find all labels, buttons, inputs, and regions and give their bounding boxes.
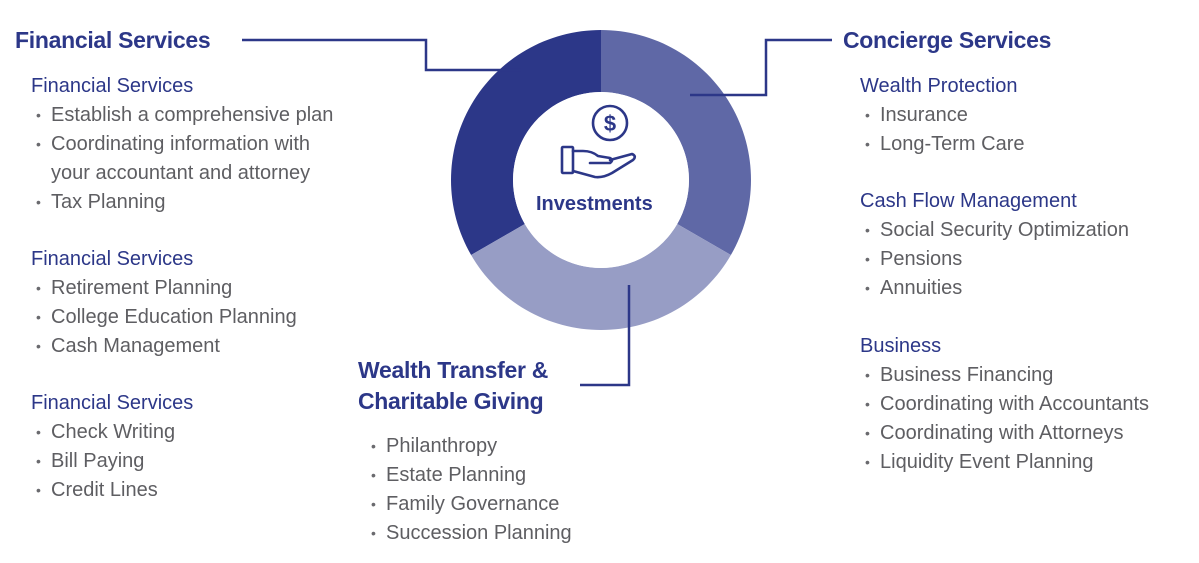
group-title: Financial Services (31, 75, 194, 97)
list-item: •Social Security Optimization (865, 219, 1129, 241)
segment-wealth-transfer (471, 224, 731, 330)
list-item: •Establish a comprehensive plan (36, 104, 334, 126)
connector-financial-services (242, 38, 521, 72)
group-title: Wealth Protection (860, 75, 1018, 97)
heading-concierge-services: Concierge Services (843, 27, 1052, 53)
left-group-1: Financial Services •Establish a comprehe… (31, 72, 333, 217)
left-group-3: Financial Services •Check Writing •Bill … (31, 389, 193, 505)
connector-concierge-services (690, 38, 832, 97)
group-title: Cash Flow Management (860, 190, 1077, 212)
list-item: •Estate Planning (371, 464, 527, 486)
group-title: Financial Services (31, 392, 194, 414)
list-item: •Retirement Planning (36, 277, 233, 299)
list-item: •Credit Lines (36, 479, 158, 501)
list-item: •College Education Planning (36, 306, 297, 328)
center-label: Investments (536, 193, 653, 215)
list-item: •Coordinating with Attorneys (865, 422, 1124, 444)
heading-wealth-transfer: Wealth Transfer & Charitable Giving (358, 357, 549, 414)
list-item: •Long-Term Care (865, 133, 1025, 155)
list-item: •Tax Planning (36, 191, 166, 213)
list-item: •Pensions (865, 248, 963, 270)
list-item: •Coordinating with Accountants (865, 393, 1150, 415)
list-item: •Coordinating information with (36, 133, 311, 155)
group-title: Business (860, 335, 942, 357)
right-group-2: Cash Flow Management •Social Security Op… (860, 187, 1129, 303)
list-item: •Check Writing (36, 421, 176, 443)
connector-wealth-transfer (580, 285, 631, 387)
right-group-1: Wealth Protection •Insurance •Long-Term … (860, 72, 1025, 159)
list-item: •Family Governance (371, 493, 560, 515)
list-item: •Business Financing (865, 364, 1054, 386)
list-item: •Liquidity Event Planning (865, 451, 1094, 473)
group-title: Financial Services (31, 248, 194, 270)
list-item: •Succession Planning (371, 522, 572, 544)
list-item: •Cash Management (36, 335, 220, 357)
bottom-group: •Philanthropy •Estate Planning •Family G… (366, 432, 572, 548)
left-group-2: Financial Services •Retirement Planning … (31, 245, 297, 361)
segment-concierge-services (601, 30, 751, 255)
segment-financial-services (451, 30, 601, 255)
list-item: •Annuities (865, 277, 963, 299)
hand-holding-dollar-icon: $ (560, 104, 637, 179)
list-item: •Bill Paying (36, 450, 145, 472)
heading-financial-services: Financial Services (15, 27, 211, 53)
list-item: •Insurance (865, 104, 968, 126)
list-item-continuation: your accountant and attorney (51, 162, 311, 184)
list-item: •Philanthropy (371, 435, 498, 457)
right-group-3: Business •Business Financing •Coordinati… (860, 332, 1149, 477)
svg-text:$: $ (604, 111, 616, 136)
